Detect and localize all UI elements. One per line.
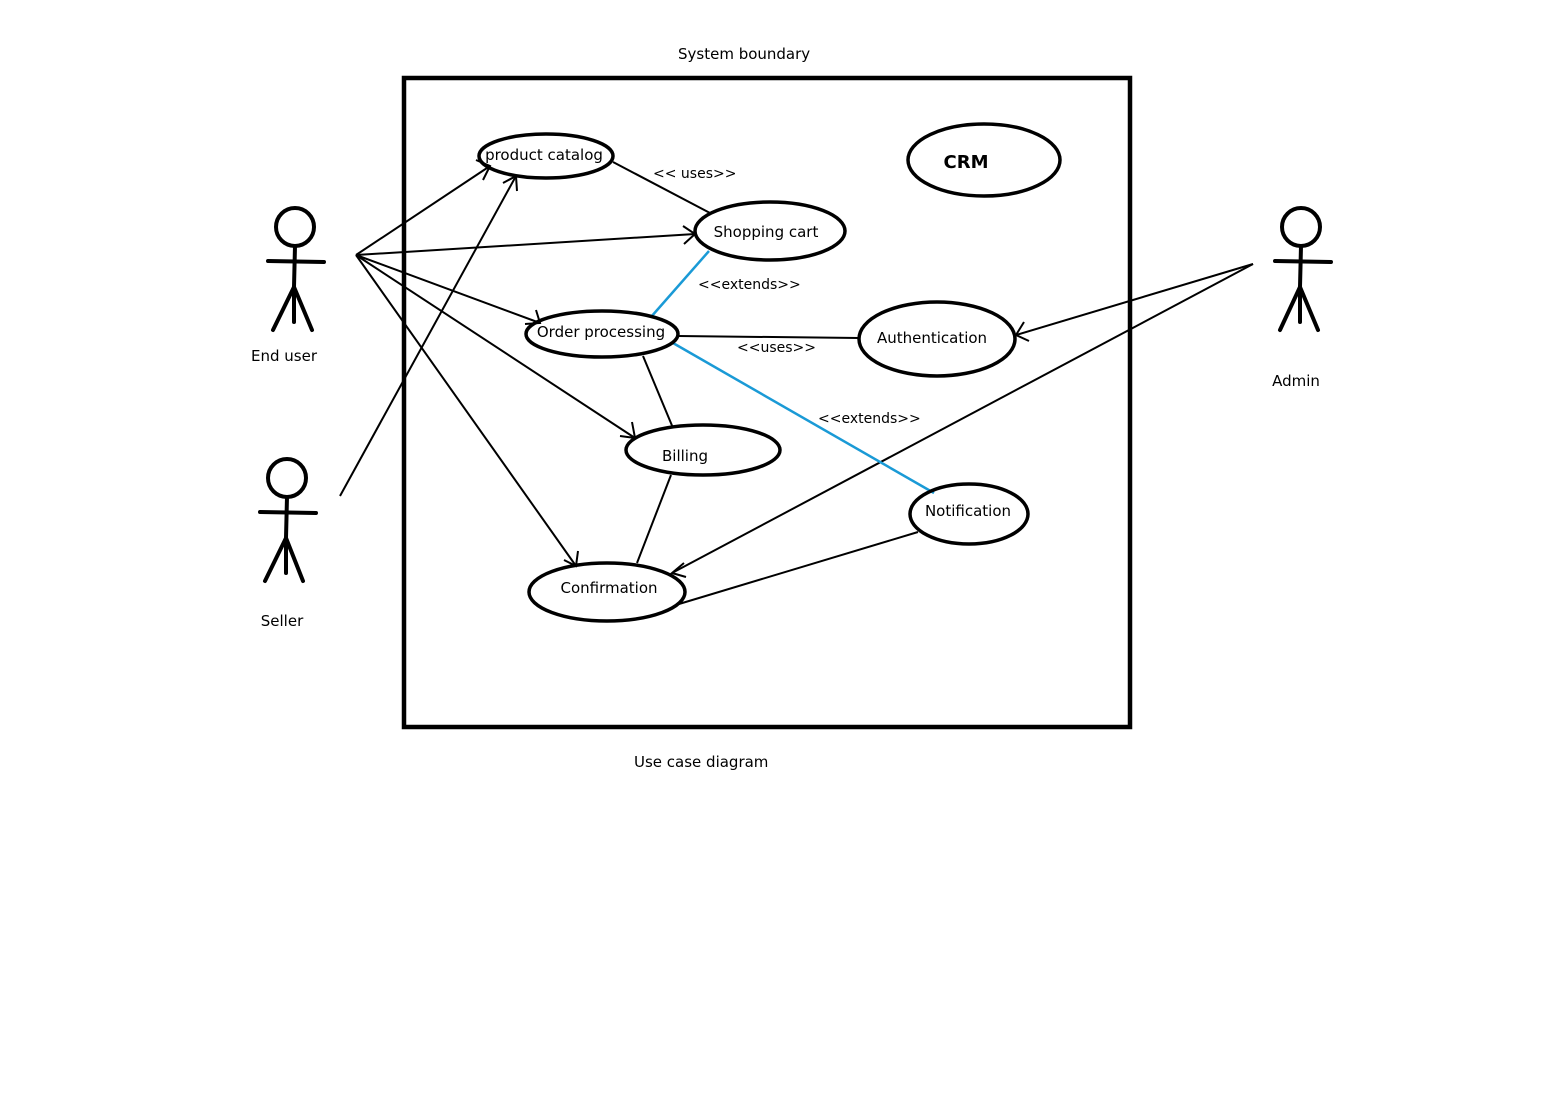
actor-label: End user <box>251 347 318 365</box>
use-case-shape <box>908 482 1030 546</box>
rel-billing-confirmation <box>636 474 672 564</box>
stereotype-uses-catalog-cart: << uses>> <box>653 166 736 182</box>
use-case-confirmation: Confirmation <box>527 561 687 623</box>
assoc-enduser-order <box>355 254 541 324</box>
actor-seller: Seller <box>258 457 318 630</box>
assoc-enduser-billing <box>355 254 636 439</box>
diagram-caption: Use case diagram <box>634 753 768 771</box>
arrowhead-order <box>524 309 542 325</box>
ext-cart-order <box>650 250 710 318</box>
use-case-shape <box>857 300 1017 378</box>
assoc-enduser-cart <box>355 233 696 256</box>
rel-catalog-cart <box>612 161 711 214</box>
assoc-seller-catalog <box>339 175 517 497</box>
use-case-shape <box>906 122 1062 198</box>
ext-order-notification <box>672 341 935 495</box>
stick-figure-icon <box>258 457 318 583</box>
actor-label: Admin <box>1272 372 1320 390</box>
use-case-shopping-cart: Shopping cart <box>693 200 847 262</box>
assoc-enduser-catalog <box>355 165 491 256</box>
use-case-shape <box>477 132 615 180</box>
use-case-authentication: Authentication <box>857 300 1017 378</box>
use-case-label: Order processing <box>537 323 665 341</box>
use-case-product-catalog: product catalog <box>477 132 615 180</box>
stick-figure-icon <box>1273 206 1333 332</box>
use-case-crm: CRM <box>906 122 1062 198</box>
stereotype-extends-order-notification: <<extends>> <box>818 411 921 427</box>
rel-order-billing <box>642 355 674 429</box>
stereotype-extends-cart-order: <<extends>> <box>698 277 801 293</box>
use-case-label: product catalog <box>485 146 603 164</box>
stick-figure-icon <box>266 206 326 332</box>
use-case-label: Shopping cart <box>714 223 819 241</box>
use-case-order-processing: Order processing <box>524 309 680 359</box>
actor-label: Seller <box>261 612 304 630</box>
end-user-associations <box>355 159 697 568</box>
assoc-enduser-confirmation <box>355 254 577 567</box>
use-case-label: Billing <box>662 447 708 465</box>
arrowhead-admin-confirmation <box>669 562 687 578</box>
use-case-relations <box>612 161 935 605</box>
use-case-shape <box>527 561 687 623</box>
admin-associations <box>669 263 1254 578</box>
actor-end-user: End user <box>251 206 326 365</box>
rel-notification-confirmation <box>678 531 919 605</box>
use-case-label: Authentication <box>877 329 987 347</box>
use-case-shape <box>693 200 847 262</box>
boundary-label: System boundary <box>678 45 810 63</box>
use-case-notification: Notification <box>908 482 1030 546</box>
use-case-shape <box>624 423 782 477</box>
actor-admin: Admin <box>1272 206 1333 390</box>
stereotype-uses-order-auth: <<uses>> <box>737 340 816 356</box>
seller-association <box>339 174 518 497</box>
system-boundary <box>401 75 1133 730</box>
assoc-admin-auth <box>1015 263 1254 336</box>
system-name: CRM <box>944 152 989 173</box>
use-case-billing: Billing <box>624 423 782 477</box>
rel-order-auth <box>677 335 860 339</box>
use-case-shape <box>524 309 680 359</box>
assoc-admin-confirmation <box>671 263 1254 574</box>
use-case-label: Confirmation <box>560 579 657 597</box>
use-case-label: Notification <box>925 502 1011 520</box>
